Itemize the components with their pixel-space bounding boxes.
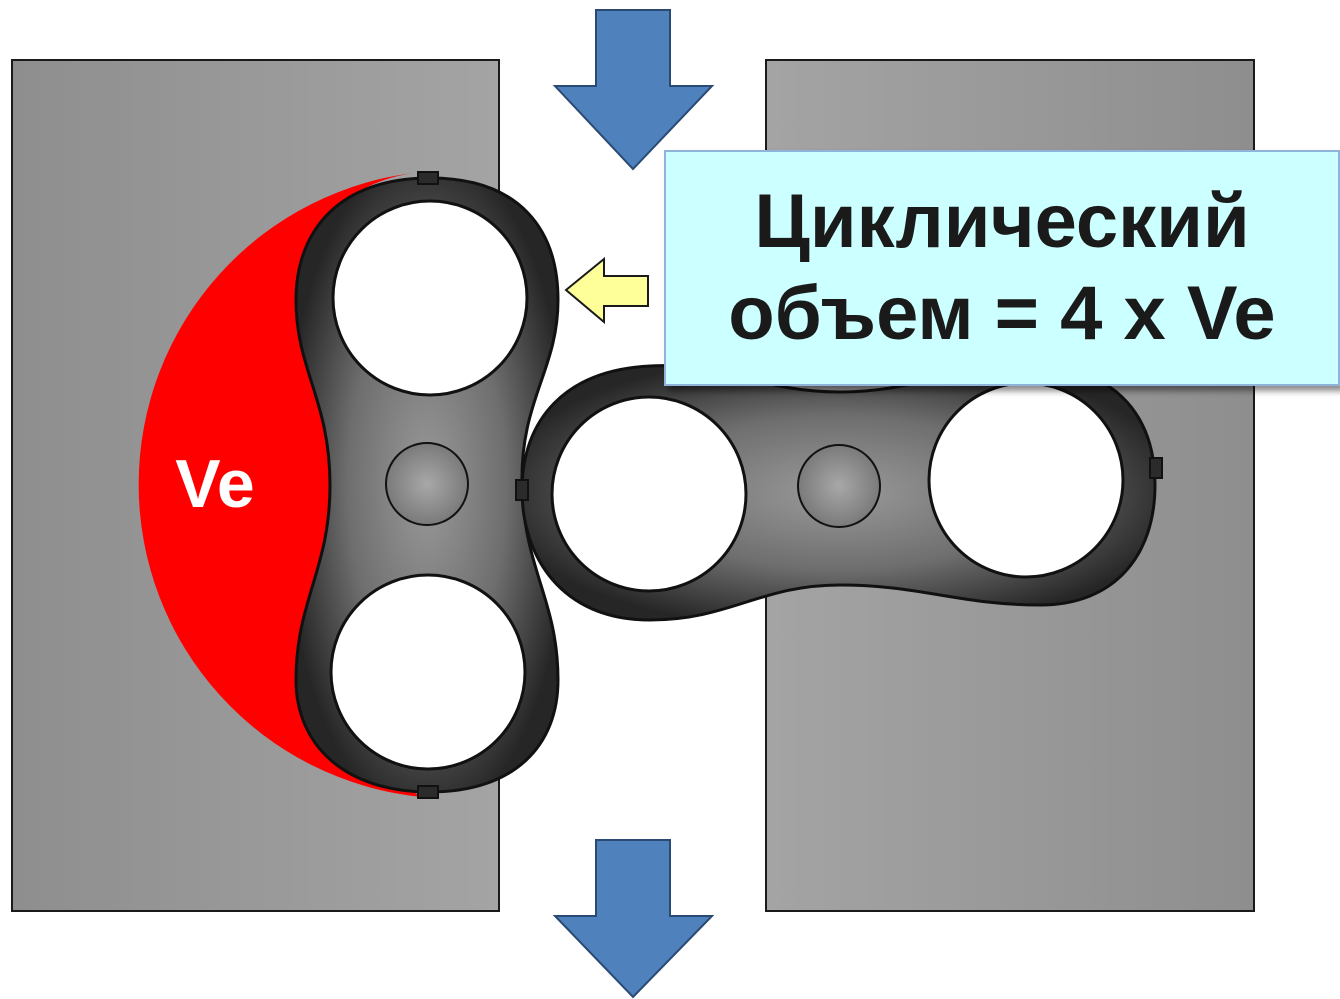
- callout-line-2: объем = 4 x Ve: [728, 271, 1276, 356]
- vertical-lobe-port-top: [331, 199, 529, 397]
- lobe-notch-top: [417, 171, 439, 185]
- horizontal-lobe-hub: [797, 444, 881, 528]
- callout-line-1: Циклический: [754, 179, 1250, 264]
- ve-volume-region: [138, 172, 423, 797]
- inlet-arrow-icon: [552, 9, 715, 171]
- lobe-notch-left: [515, 479, 529, 501]
- lobe-notch-right: [1149, 457, 1163, 479]
- cyclic-volume-callout: Циклический объем = 4 x Ve: [664, 150, 1340, 386]
- outlet-arrow-icon: [552, 839, 715, 999]
- vertical-lobe-hub: [385, 442, 469, 526]
- horizontal-lobe-port-right: [927, 381, 1125, 579]
- horizontal-lobe-port-left: [550, 395, 748, 593]
- pointer-arrow-icon: [564, 256, 649, 325]
- vertical-lobe-port-bottom: [329, 573, 527, 771]
- lobe-notch-bottom: [417, 785, 439, 799]
- ve-label: Ve: [175, 446, 255, 522]
